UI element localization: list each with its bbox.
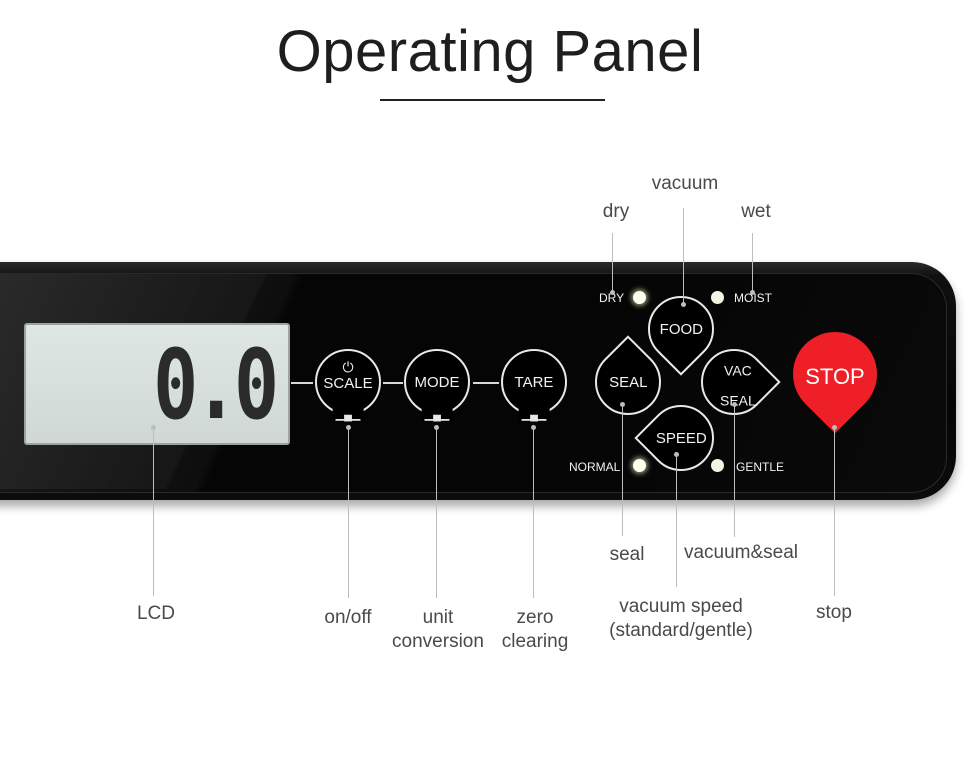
- tare-button[interactable]: TARE ▁▄▁: [501, 349, 567, 421]
- leader-dot: [151, 425, 156, 430]
- leader-line: [533, 430, 534, 598]
- scale-button-label: SCALE: [323, 375, 373, 392]
- page-title: Operating Panel: [276, 19, 704, 84]
- leader-dot: [610, 290, 615, 295]
- power-icon: ⏻: [342, 359, 354, 375]
- food-button-label: FOOD: [659, 320, 704, 338]
- callout-stop: stop: [816, 602, 852, 623]
- leader-dot: [434, 425, 439, 430]
- callout-on-off: on/off: [324, 607, 372, 628]
- speed-button-label: SPEED: [655, 429, 707, 447]
- callout-vacuum-speed-line1: vacuum speed: [619, 596, 743, 617]
- seal-button-label: SEAL: [609, 373, 648, 391]
- leader-line: [676, 457, 677, 587]
- stop-button-label: STOP: [805, 364, 865, 389]
- scale-icon: ▁▄▁: [518, 409, 550, 421]
- connector-line: [291, 382, 313, 384]
- connector-line: [383, 382, 403, 384]
- callout-zero-clearing-line1: zero: [516, 607, 554, 628]
- leader-dot: [620, 402, 625, 407]
- lcd-display: 0.0: [24, 323, 290, 445]
- lcd-reading: 0.0: [152, 329, 279, 441]
- mode-button[interactable]: MODE ▁▄▁: [404, 349, 470, 421]
- leader-line: [734, 407, 735, 537]
- indicator-gentle-label: GENTLE: [736, 460, 785, 474]
- leader-line: [752, 233, 753, 293]
- callout-zero-clearing: zero clearing: [488, 606, 582, 654]
- leader-line: [834, 430, 835, 596]
- leader-dot: [346, 425, 351, 430]
- callout-unit-conversion-line1: unit: [422, 607, 454, 628]
- leader-dot: [681, 302, 686, 307]
- leader-line: [436, 430, 437, 598]
- vac-seal-line2: SEAL: [719, 392, 756, 409]
- callout-vacuum-seal: vacuum&seal: [683, 542, 799, 563]
- indicator-moist-label: MOIST: [734, 291, 772, 305]
- indicator-dry-led: [633, 291, 646, 304]
- leader-dot: [674, 452, 679, 457]
- callout-lcd: LCD: [136, 603, 175, 624]
- connector-line: [473, 382, 499, 384]
- leader-dot: [750, 290, 755, 295]
- callout-vacuum-speed-line2: (standard/gentle): [609, 620, 753, 641]
- tare-button-label: TARE: [514, 374, 554, 391]
- scale-button[interactable]: ⏻ SCALE ▁▄▁: [315, 349, 381, 421]
- mode-button-label: MODE: [414, 374, 460, 391]
- leader-line: [612, 233, 613, 293]
- callout-unit-conversion-line2: conversion: [392, 631, 484, 652]
- leader-line: [153, 430, 154, 596]
- callout-unit-conversion: unit conversion: [380, 606, 496, 654]
- leader-dot: [531, 425, 536, 430]
- vac-seal-button-label: VAC SEAL: [707, 362, 769, 409]
- indicator-gentle-led: [711, 459, 724, 472]
- indicator-normal-led: [633, 459, 646, 472]
- leader-line: [348, 430, 349, 598]
- title-underline: [380, 99, 605, 101]
- indicator-moist-led: [711, 291, 724, 304]
- scale-icon: ▁▄▁: [332, 409, 364, 421]
- leader-line: [622, 407, 623, 536]
- callout-vacuum-speed: vacuum speed (standard/gentle): [596, 595, 766, 643]
- leader-dot: [832, 425, 837, 430]
- leader-line: [683, 208, 684, 304]
- callout-vacuum: vacuum: [651, 173, 719, 194]
- indicator-dry-label: DRY: [599, 291, 625, 305]
- scale-icon: ▁▄▁: [421, 409, 453, 421]
- vac-seal-line1: VAC: [724, 362, 752, 379]
- callout-zero-clearing-line2: clearing: [501, 631, 569, 652]
- leader-dot: [732, 402, 737, 407]
- callout-seal: seal: [609, 544, 645, 565]
- indicator-normal-label: NORMAL: [569, 460, 621, 474]
- callout-wet: wet: [741, 201, 771, 222]
- callout-dry: dry: [602, 201, 630, 222]
